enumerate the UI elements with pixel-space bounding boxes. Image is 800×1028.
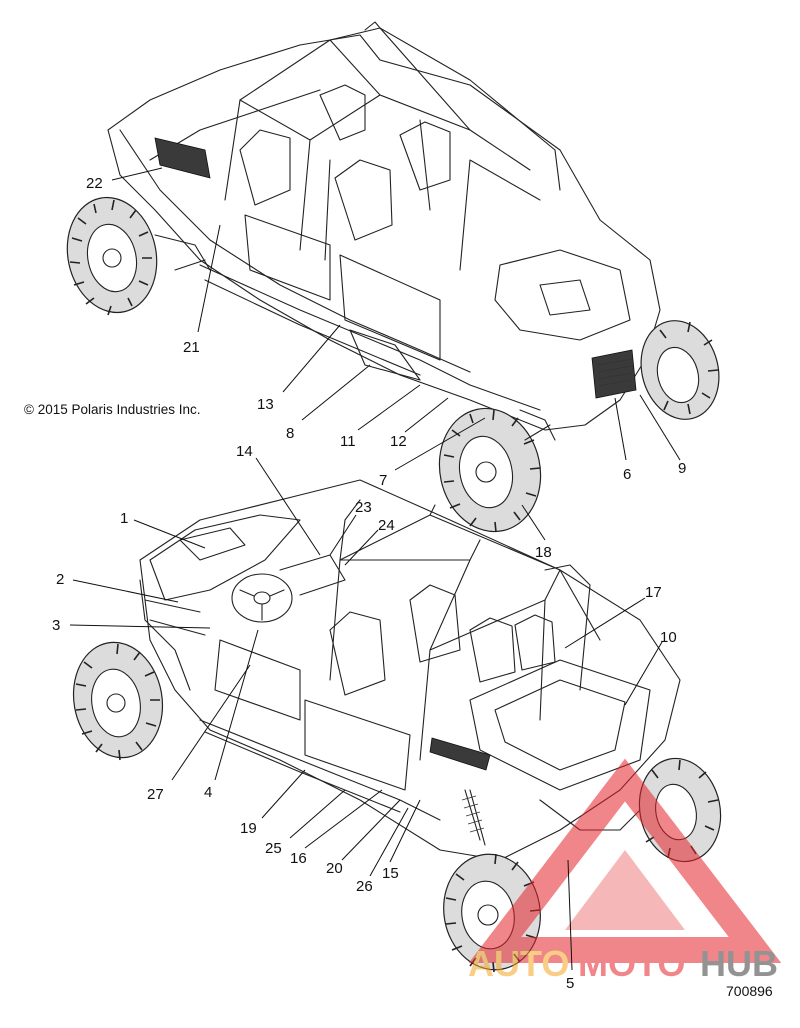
callout-25: 25 (265, 840, 282, 857)
top-vehicle-body (107, 21, 661, 431)
callout-7: 7 (379, 472, 387, 489)
callout-14: 14 (236, 443, 253, 460)
callout-10: 10 (660, 629, 677, 646)
callout-15: 15 (382, 865, 399, 882)
callout-27: 27 (147, 786, 164, 803)
copyright-notice: © 2015 Polaris Industries Inc. (24, 402, 201, 417)
callout-20: 20 (326, 860, 343, 877)
callout-numbers: 22 21 13 8 11 12 7 6 9 14 23 24 1 2 3 18… (52, 175, 686, 992)
callout-26: 26 (356, 878, 373, 895)
front-right-wheel (640, 320, 720, 420)
leader-lines (69, 167, 681, 971)
bottom-vehicle-illustration (72, 479, 722, 973)
diagram-number: 700896 (726, 983, 773, 999)
callout-24: 24 (378, 517, 395, 534)
callout-18: 18 (535, 544, 552, 561)
watermark-text-auto: AUTO (468, 943, 569, 984)
callout-17: 17 (645, 584, 662, 601)
top-vehicle-illustration (66, 21, 720, 533)
bottom-vehicle-body (139, 479, 681, 861)
watermark-text-moto: MOTO (578, 943, 685, 984)
front-left-wheel (438, 407, 542, 533)
watermark-text-hub: HUB (700, 943, 778, 984)
callout-16: 16 (290, 850, 307, 867)
rear-left-wheel (66, 196, 158, 316)
callout-9: 9 (678, 460, 686, 477)
callout-23: 23 (355, 499, 372, 516)
callout-5: 5 (566, 975, 574, 992)
callout-13: 13 (257, 396, 274, 413)
callout-21: 21 (183, 339, 200, 356)
callout-22: 22 (86, 175, 103, 192)
callout-6: 6 (623, 466, 631, 483)
automotohub-watermark-logo: AUTO MOTO HUB (468, 758, 782, 984)
bottom-left-wheel (72, 641, 164, 761)
callout-4: 4 (204, 784, 212, 801)
callout-11: 11 (340, 433, 356, 450)
callout-19: 19 (240, 820, 257, 837)
callout-12: 12 (390, 433, 407, 450)
callout-2: 2 (56, 571, 64, 588)
callout-1: 1 (120, 510, 128, 527)
callout-3: 3 (52, 617, 60, 634)
callout-8: 8 (286, 425, 294, 442)
